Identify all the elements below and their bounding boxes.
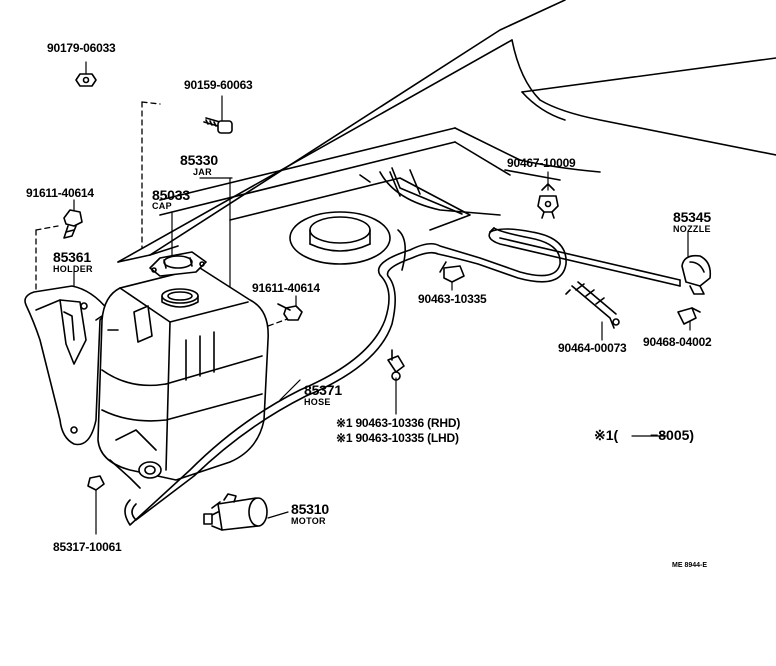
vehicle-body bbox=[117, 0, 776, 271]
clip-90468 bbox=[677, 307, 701, 325]
clamp-90463 bbox=[439, 261, 465, 283]
label-91611-mid: 91611-40614 bbox=[252, 281, 320, 295]
hose-85371 bbox=[124, 227, 681, 526]
tire-well bbox=[289, 211, 391, 265]
holder-85361 bbox=[24, 285, 109, 446]
clip-90467 bbox=[537, 183, 559, 219]
label-90468: 90468-04002 bbox=[643, 335, 712, 349]
jar-85330 bbox=[97, 267, 269, 489]
label-85033-name: CAP bbox=[152, 201, 172, 211]
label-90159: 90159-60063 bbox=[184, 78, 253, 92]
label-85310-name: MOTOR bbox=[291, 516, 326, 526]
footnote-range: ※1( −8005) bbox=[594, 427, 695, 443]
bolt-91611-left bbox=[63, 209, 83, 239]
label-85033: 85033 bbox=[152, 187, 190, 203]
label-85371: 85371 bbox=[304, 382, 342, 398]
clip-90464 bbox=[565, 281, 620, 329]
clamp-90463-rhd bbox=[387, 349, 405, 381]
diagram-code: ME 8944-E bbox=[672, 562, 708, 569]
label-85361-name: HOLDER bbox=[53, 264, 93, 274]
label-90467: 90467-10009 bbox=[507, 156, 576, 170]
label-90179: 90179-06033 bbox=[47, 41, 116, 55]
motor-85310 bbox=[203, 493, 268, 531]
label-85330-name: JAR bbox=[193, 167, 212, 177]
screw-85317 bbox=[87, 475, 105, 491]
label-91611-left: 91611-40614 bbox=[26, 186, 94, 200]
bolt-90159 bbox=[203, 117, 233, 134]
label-85371-name: HOSE bbox=[304, 397, 331, 407]
nut-90179 bbox=[75, 73, 97, 87]
label-85361: 85361 bbox=[53, 249, 91, 265]
label-85330: 85330 bbox=[180, 152, 218, 168]
label-90463-lhd: ※1 90463-10335 (LHD) bbox=[336, 431, 459, 445]
label-85317: 85317-10061 bbox=[53, 540, 122, 554]
bolt-91611-mid bbox=[277, 303, 303, 321]
label-85310: 85310 bbox=[291, 501, 329, 517]
label-90463-a: 90463-10335 bbox=[418, 292, 487, 306]
label-90464: 90464-00073 bbox=[558, 341, 627, 355]
label-90463-rhd: ※1 90463-10336 (RHD) bbox=[336, 416, 461, 430]
nozzle-85345 bbox=[681, 254, 712, 295]
label-85345-name: NOZZLE bbox=[673, 224, 711, 234]
label-85345: 85345 bbox=[673, 209, 711, 225]
cap-85033 bbox=[149, 251, 207, 277]
